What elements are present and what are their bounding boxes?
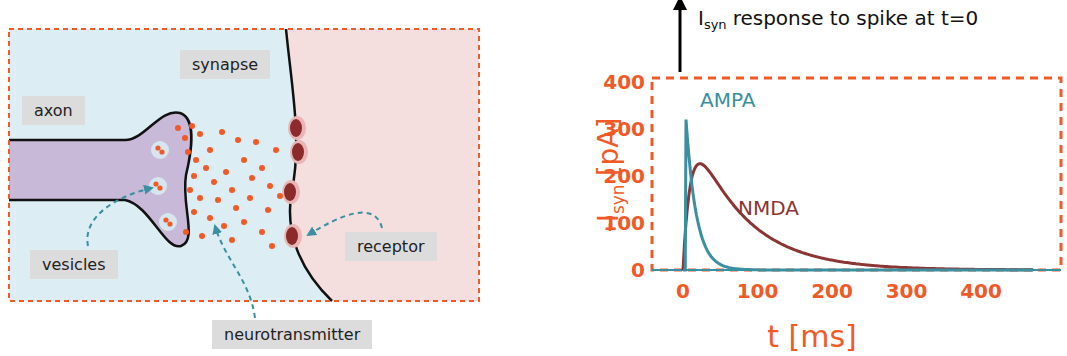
- label-box: synapse: [180, 50, 270, 79]
- neurotransmitter-dots: [175, 123, 283, 249]
- title-text: response to spike at t=0: [733, 6, 979, 30]
- vesicle-dot: [153, 181, 158, 186]
- neurotransmitter-dot: [235, 137, 241, 143]
- receptor-halo: [284, 224, 302, 248]
- neurotransmitter-dot: [187, 187, 193, 193]
- neurotransmitter-dot: [185, 149, 191, 155]
- tick-label: 400: [603, 70, 645, 94]
- neurotransmitter-dot: [207, 215, 213, 221]
- vesicle-dot: [167, 221, 172, 226]
- vesicle: [149, 177, 167, 195]
- part-name: neurotransmitter: [224, 325, 360, 344]
- neurotransmitter-dot: [182, 135, 188, 141]
- receptor: [290, 119, 302, 137]
- tick-label: 300: [603, 117, 645, 141]
- vesicles-drawing: [149, 141, 177, 231]
- neurotransmitter-dot: [219, 129, 225, 135]
- chart-title: Isyn response to spike at t=0: [698, 6, 978, 32]
- neurotransmitter-dot: [197, 131, 203, 137]
- vesicle-dot: [163, 217, 168, 222]
- part-name: vesicles: [42, 255, 106, 274]
- neurotransmitter-dot: [203, 165, 209, 171]
- postsynaptic-membrane: [286, 29, 332, 301]
- neurotransmitter-dot: [241, 157, 247, 163]
- tick-label: 100: [603, 211, 645, 235]
- axon-shape: [9, 112, 191, 246]
- label-box: axon: [22, 96, 85, 125]
- tick-label: 0: [631, 258, 645, 282]
- neurotransmitter-dot: [253, 139, 259, 145]
- neurotransmitter-dot: [223, 169, 229, 175]
- tick-label: 300: [886, 279, 928, 303]
- leader-line: [87, 188, 152, 246]
- neurotransmitter-dot: [273, 147, 279, 153]
- neurotransmitter-dot: [229, 187, 235, 193]
- neurotransmitter-dot: [265, 207, 271, 213]
- title-arrow: [679, 8, 682, 72]
- title-symbol: I: [698, 6, 704, 30]
- neurotransmitter-dot: [249, 175, 255, 181]
- neurotransmitter-dot: [199, 233, 205, 239]
- ampa-curve: [683, 120, 1033, 270]
- neurotransmitter-dot: [189, 123, 195, 129]
- tick-label: 200: [603, 164, 645, 188]
- neurotransmitter-dot: [269, 243, 275, 249]
- vesicle-dot: [155, 145, 160, 150]
- curve-label: NMDA: [738, 196, 799, 220]
- neurotransmitter-dot: [247, 195, 253, 201]
- neurotransmitter-dot: [241, 219, 247, 225]
- receptor: [284, 183, 296, 201]
- tick-label: 400: [960, 279, 1002, 303]
- label-box: receptor: [345, 232, 437, 261]
- neurotransmitter-dot: [229, 237, 235, 243]
- part-name: axon: [34, 101, 73, 120]
- label-box: neurotransmitter: [212, 320, 372, 349]
- x-axis-label: t [ms]: [767, 319, 857, 354]
- neurotransmitter-dot: [277, 193, 283, 199]
- axis-subscript: syn: [608, 184, 628, 214]
- receptor: [286, 227, 298, 245]
- neurotransmitter-dot: [259, 165, 265, 171]
- vesicle-dot: [159, 149, 164, 154]
- chart-frame: [652, 78, 1061, 270]
- neurotransmitter-dot: [197, 195, 203, 201]
- part-name: receptor: [357, 237, 425, 256]
- part-name: synapse: [192, 55, 258, 74]
- neurotransmitter-dot: [175, 125, 181, 131]
- neurotransmitter-dot: [233, 205, 239, 211]
- neurotransmitter-dot: [191, 209, 197, 215]
- receptor: [292, 143, 304, 161]
- neurotransmitter-dot: [183, 229, 189, 235]
- neurotransmitter-dot: [215, 197, 221, 203]
- neurotransmitter-dot: [193, 157, 199, 163]
- curve-label: AMPA: [700, 88, 755, 112]
- panel-frame: [9, 29, 479, 301]
- vesicle-dot: [157, 185, 162, 190]
- receptor-halo: [290, 140, 308, 164]
- vesicle: [151, 141, 169, 159]
- neurotransmitter-dot: [211, 179, 217, 185]
- neurotransmitter-dot: [191, 173, 197, 179]
- leader-line: [215, 226, 255, 318]
- receptor-halo: [288, 116, 306, 140]
- neurotransmitter-dot: [259, 229, 265, 235]
- vesicle: [159, 213, 177, 231]
- neurotransmitter-dot: [221, 223, 227, 229]
- panel-ground: [9, 29, 479, 301]
- receptor-halo: [282, 180, 300, 204]
- neurotransmitter-dot: [267, 183, 273, 189]
- nmda-curve: [683, 164, 1033, 270]
- title-subscript: syn: [704, 17, 727, 32]
- tick-label: 200: [811, 279, 853, 303]
- receptors-drawing: [282, 116, 308, 248]
- tick-label: 0: [676, 279, 690, 303]
- neurotransmitter-dot: [207, 147, 213, 153]
- tick-label: 100: [737, 279, 779, 303]
- postsynaptic-cell: [286, 29, 479, 301]
- label-box: vesicles: [30, 250, 118, 279]
